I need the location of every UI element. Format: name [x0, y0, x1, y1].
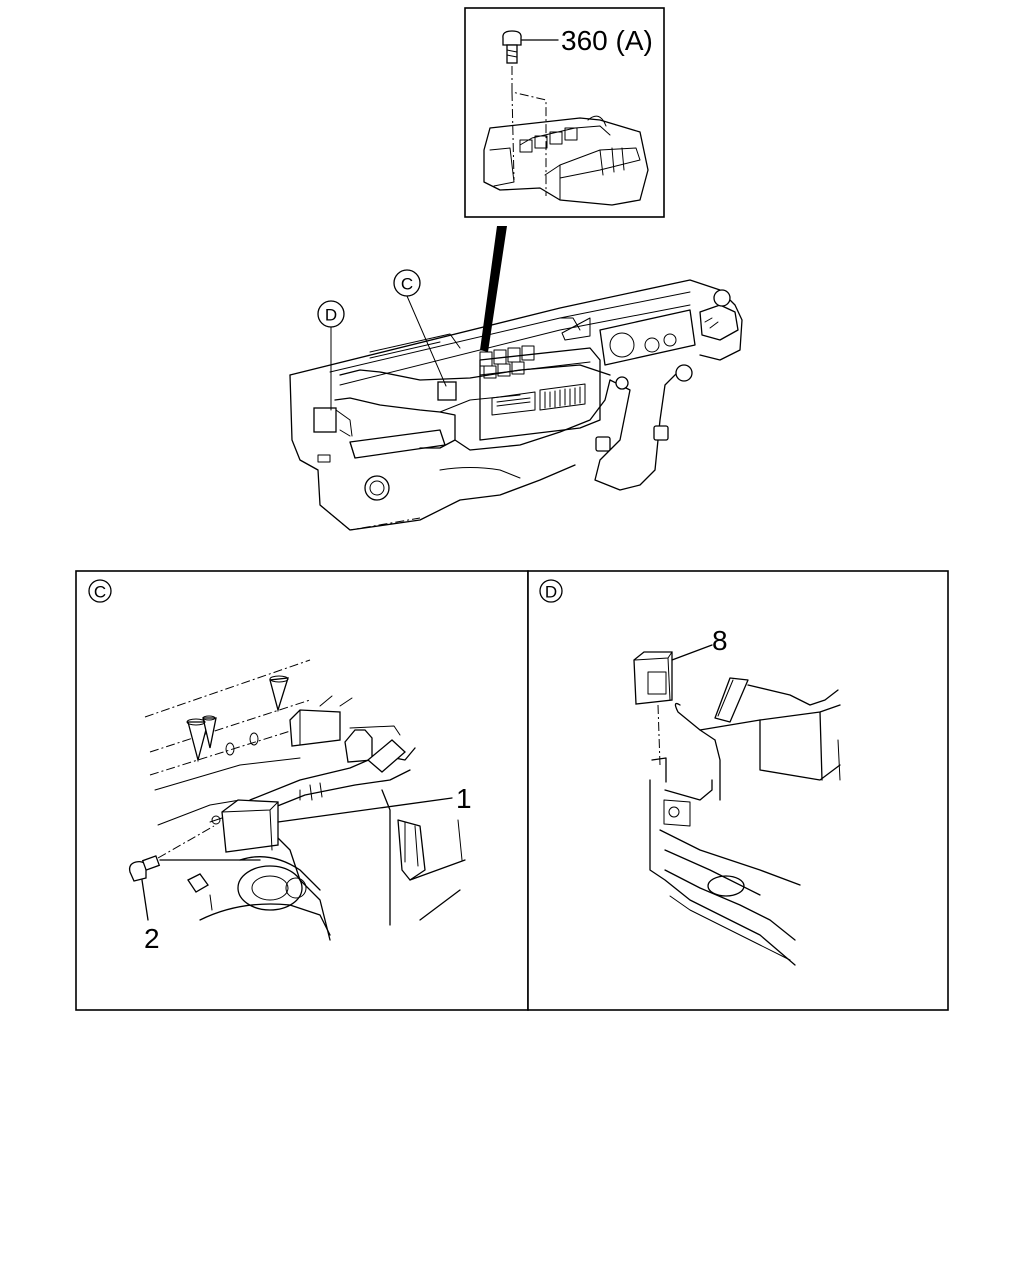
panel-d: D 8: [527, 570, 949, 1011]
panel-c: C: [75, 570, 529, 1011]
callout-1: 1: [456, 783, 472, 814]
panel-d-frame: [527, 570, 949, 1011]
leader-1: [277, 797, 453, 823]
panel-d-letter: D: [545, 583, 557, 602]
callout-2: 2: [144, 923, 160, 954]
callout-360a: 360 (A): [561, 25, 653, 56]
callout-8: 8: [712, 625, 728, 656]
top-inset: 360 (A): [464, 7, 665, 218]
relay-block-icon: [483, 115, 649, 206]
overview-relay-c: [437, 381, 457, 401]
leader-2: [141, 879, 149, 921]
bolt-2-icon: [128, 855, 161, 882]
panel-c-frame: [75, 570, 529, 1011]
marker-c-circle: [393, 269, 421, 297]
inset-frame: [464, 7, 665, 218]
marker-c-label: C: [401, 275, 413, 294]
bolt-360-icon: [502, 30, 522, 64]
relay-8-path: [657, 704, 661, 766]
relay-8-icon: [633, 651, 673, 705]
bolt-2-path: [157, 825, 215, 859]
panel-c-letter: C: [94, 583, 106, 602]
marker-d-label: D: [325, 306, 337, 325]
relay-1-icon: [209, 799, 279, 853]
marker-d-circle: [317, 300, 345, 328]
detail-pointer: [480, 226, 507, 352]
panel-c-badge: [88, 579, 112, 603]
panel-d-badge: [539, 579, 563, 603]
leader-8: [671, 644, 713, 661]
dashboard-overview: C D: [289, 269, 743, 531]
overview-relay-d: [313, 407, 337, 433]
